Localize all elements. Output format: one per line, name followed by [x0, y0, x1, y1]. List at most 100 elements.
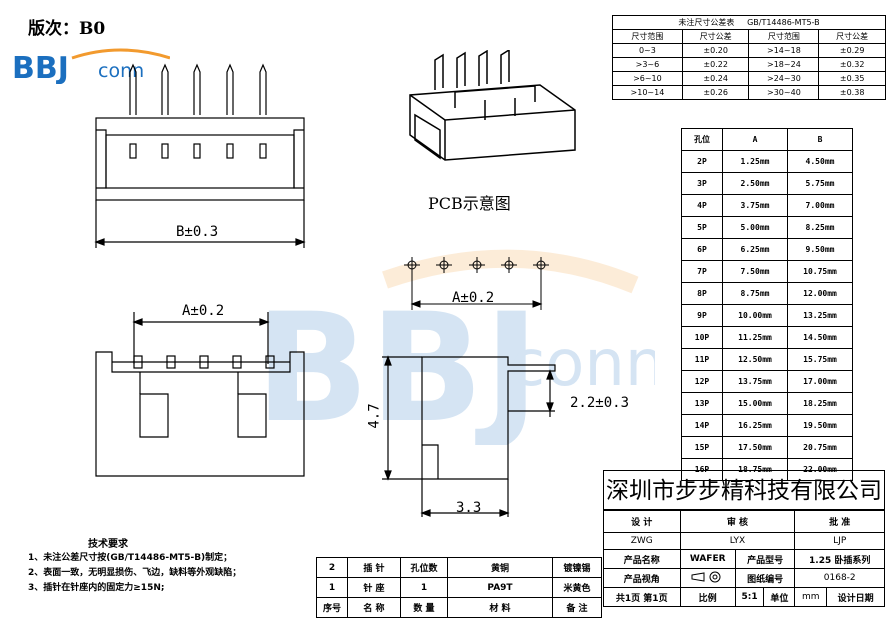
front-view-drawing [94, 63, 306, 248]
pin-cell: 5.00mm [722, 216, 788, 239]
pin-cell: 5.75mm [787, 172, 853, 195]
version-label: 版次：B0 [28, 19, 106, 39]
pin-cell: 11.25mm [722, 326, 788, 349]
pin-cell: 15P [681, 436, 723, 459]
logo-graphic: BBJ conn [12, 48, 171, 86]
pin-cell: 10P [681, 326, 723, 349]
dimension-pin: 2.2±0.3 [570, 395, 630, 411]
pin-cell: 6.25mm [722, 238, 788, 261]
tolerance-standard: GB/T14486-MT5-B [747, 18, 820, 27]
tol-header: 尺寸范围 [612, 29, 683, 44]
tol-header: 尺寸公差 [818, 29, 886, 44]
pin-cell: 16.25mm [722, 414, 788, 437]
name-design: ZWG [603, 532, 681, 550]
pin-cell: 2.50mm [722, 172, 788, 195]
tol-cell: >30~40 [748, 85, 820, 100]
projection-icon [691, 571, 721, 582]
bom-cell: 镀镍锡 [552, 557, 602, 578]
pin-cell: 3.75mm [722, 194, 788, 217]
dimension-a-pcb: A±0.2 [452, 290, 495, 306]
bom-cell: 插 针 [347, 557, 401, 578]
bom-cell: 孔位数 [400, 557, 448, 578]
design-date-label: 设计日期 [826, 587, 885, 607]
pin-cell: 4P [681, 194, 723, 217]
company-logo: BBJ conn [10, 44, 171, 86]
tol-header: 尺寸公差 [681, 29, 750, 44]
dimension-h: 4.7 [366, 403, 383, 429]
pin-cell: 13.25mm [787, 304, 853, 327]
tol-cell: >24~30 [748, 71, 820, 86]
pin-cell: 7.50mm [722, 260, 788, 283]
pin-cell: 14.50mm [787, 326, 853, 349]
tech-title: 技术要求 [88, 539, 128, 550]
pin-cell: 18.25mm [787, 392, 853, 415]
tech-line-2: 2、表面一致，无明显损伤、飞边，缺料等外观缺陷； [28, 568, 242, 578]
tol-cell: >3~6 [612, 57, 683, 72]
drawing-no: 0168-2 [794, 568, 885, 588]
bom-cell: 1 [316, 577, 348, 598]
pin-cell: 11P [681, 348, 723, 371]
pin-header: 孔位 [681, 128, 723, 151]
bom-cell: 2 [316, 557, 348, 578]
pin-cell: 2P [681, 150, 723, 173]
tol-cell: 0~3 [612, 43, 683, 58]
drawing-no-label: 图纸编号 [734, 568, 796, 588]
logo-bbj: BBJ [12, 51, 69, 84]
product-model-label: 产品型号 [734, 549, 796, 569]
pin-cell: 14P [681, 414, 723, 437]
pin-cell: 13.75mm [722, 370, 788, 393]
pin-cell: 17.00mm [787, 370, 853, 393]
tech-line-3: 3、插针在针座内的固定力≥15N; [28, 583, 165, 593]
bom-header: 序号 [316, 597, 348, 618]
tol-cell: ±0.22 [681, 57, 750, 72]
tol-cell: ±0.35 [818, 71, 886, 86]
pin-header: A [722, 128, 788, 151]
product-model: 1.25 卧插系列 [794, 549, 885, 569]
product-name-label: 产品名称 [603, 549, 681, 569]
role-review: 审 核 [679, 510, 796, 533]
pin-cell: 17.50mm [722, 436, 788, 459]
bom-cell: 1 [400, 577, 448, 598]
dimension-w: 3.3 [456, 500, 482, 516]
pin-cell: 15.75mm [787, 348, 853, 371]
pin-cell: 7P [681, 260, 723, 283]
bom-header: 数 量 [400, 597, 448, 618]
product-name: WAFER [679, 549, 736, 569]
tol-header: 尺寸范围 [748, 29, 820, 44]
tolerance-title: 未注尺寸公差表 [678, 18, 735, 27]
unit-label: 单位 [763, 587, 796, 607]
tol-cell: ±0.29 [818, 43, 886, 58]
company-name: 深圳市步步精科技有限公司 [603, 470, 885, 510]
projection-symbol [679, 568, 736, 588]
pcb-pattern [404, 257, 549, 310]
pin-cell: 6P [681, 238, 723, 261]
pin-cell: 9.50mm [787, 238, 853, 261]
tol-cell: >18~24 [748, 57, 820, 72]
pin-cell: 8.75mm [722, 282, 788, 305]
pin-cell: 15.00mm [722, 392, 788, 415]
tol-cell: ±0.24 [681, 71, 750, 86]
name-approve: LJP [794, 532, 885, 550]
dimension-a-side: A±0.2 [182, 303, 225, 319]
pin-cell: 7.00mm [787, 194, 853, 217]
pin-cell: 12P [681, 370, 723, 393]
pcb-label: PCB示意图 [428, 194, 511, 213]
dimension-b: B±0.3 [176, 224, 219, 240]
title-block: 设 计 审 核 批 准 ZWG LYX LJP 产品名称 WAFER 产品型号 … [603, 510, 885, 607]
bom-table: 2 插 针 孔位数 黄铜 镀镍锡 1 针 座 1 PA9T 米黄色 序号 名 称… [316, 557, 602, 618]
tolerance-table: 未注尺寸公差表 GB/T14486-MT5-B 尺寸范围 尺寸公差 尺寸范围 尺… [612, 15, 886, 100]
profile-view [382, 355, 556, 517]
side-view-drawing [95, 312, 305, 477]
